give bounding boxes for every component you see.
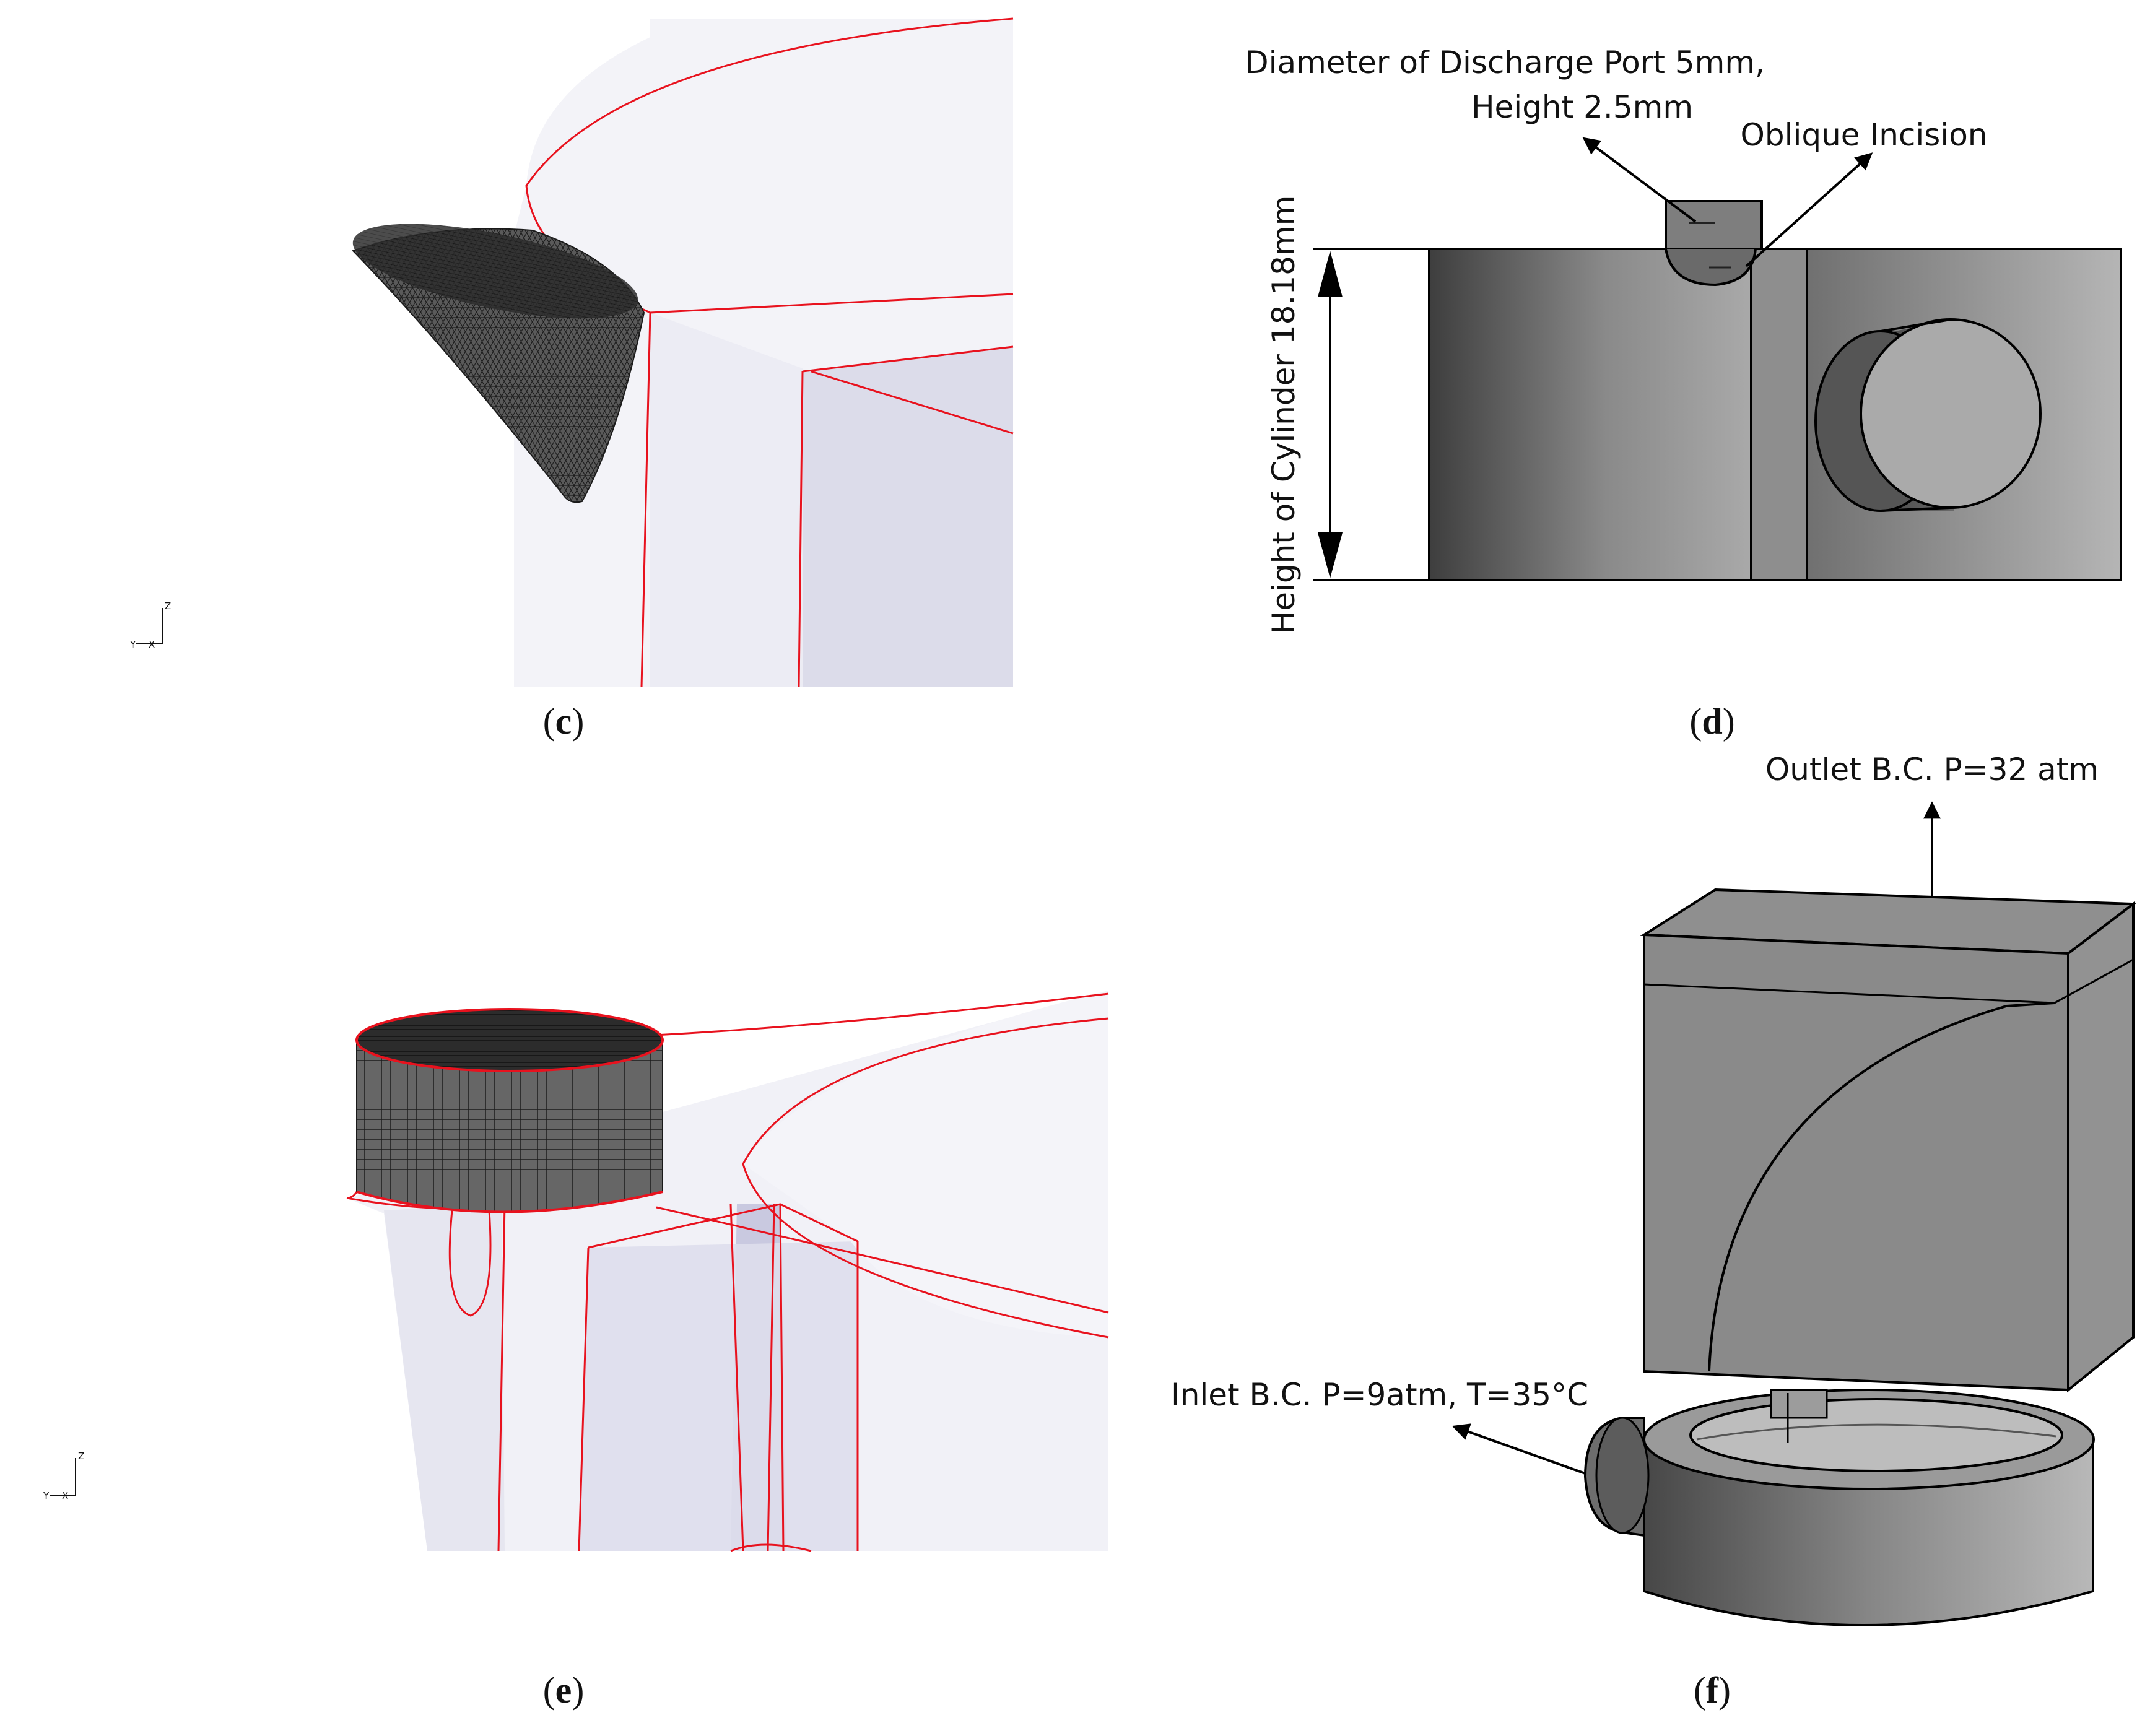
mesh-edge-line-c3 — [798, 345, 1014, 688]
fluid-domain-c-inner — [803, 347, 1013, 687]
panel-e: Z Y X (e) — [43, 991, 1109, 1711]
panel-c: Z Y X (c) — [129, 17, 1014, 742]
inlet-label: Inlet B.C. P=9atm, T=35°C — [1171, 1377, 1588, 1413]
bore-hole — [1814, 318, 2042, 512]
cylinder-block-left — [1428, 248, 1752, 581]
mesh-edge-line-c1 — [650, 293, 1014, 314]
axis-triad-c: Z Y X — [129, 601, 171, 650]
inlet-cylinder — [1583, 1389, 2095, 1626]
panel-d: Diameter of Discharge Port 5mm, Height 2… — [1245, 45, 2122, 742]
mesh-edges-e — [346, 992, 1109, 1552]
axis-triad-e: Z Y X — [43, 1451, 84, 1501]
svg-text:Y: Y — [43, 1490, 50, 1501]
svg-text:Y: Y — [129, 639, 136, 650]
svg-text:Z: Z — [165, 601, 171, 612]
height-dimension — [1313, 248, 1429, 581]
caption-e: (e) — [543, 1670, 585, 1711]
caption-c: (c) — [543, 701, 585, 742]
discharge-port — [1665, 200, 1763, 287]
caption-f: (f) — [1694, 1670, 1731, 1711]
caption-d: (d) — [1689, 701, 1734, 742]
port-label-line1: Diameter of Discharge Port 5mm, — [1245, 45, 1765, 80]
cone-mesh-top — [352, 224, 638, 319]
incision-label-arrow — [1745, 152, 1873, 267]
mesh-edge-line-c2 — [640, 312, 651, 688]
panel-f: Outlet B.C. P=32 atm Inlet B.C. P=9atm, … — [1171, 752, 2137, 1711]
port-label-arrow — [1582, 137, 1697, 223]
inlet-arrow — [1451, 1423, 1586, 1475]
incision-label: Oblique Incision — [1741, 117, 1988, 153]
cylinder-mesh — [346, 1008, 664, 1213]
svg-text:Z: Z — [78, 1451, 84, 1462]
cylinder-height-label: Height of Cylinder 18.18mm — [1266, 196, 1302, 635]
cylinder-slot — [1750, 248, 1808, 581]
svg-text:X: X — [62, 1490, 68, 1501]
svg-text:X: X — [149, 639, 155, 650]
outlet-block — [1640, 888, 2137, 1393]
outlet-label: Outlet B.C. P=32 atm — [1765, 752, 2099, 788]
port-label-line2: Height 2.5mm — [1471, 89, 1693, 125]
